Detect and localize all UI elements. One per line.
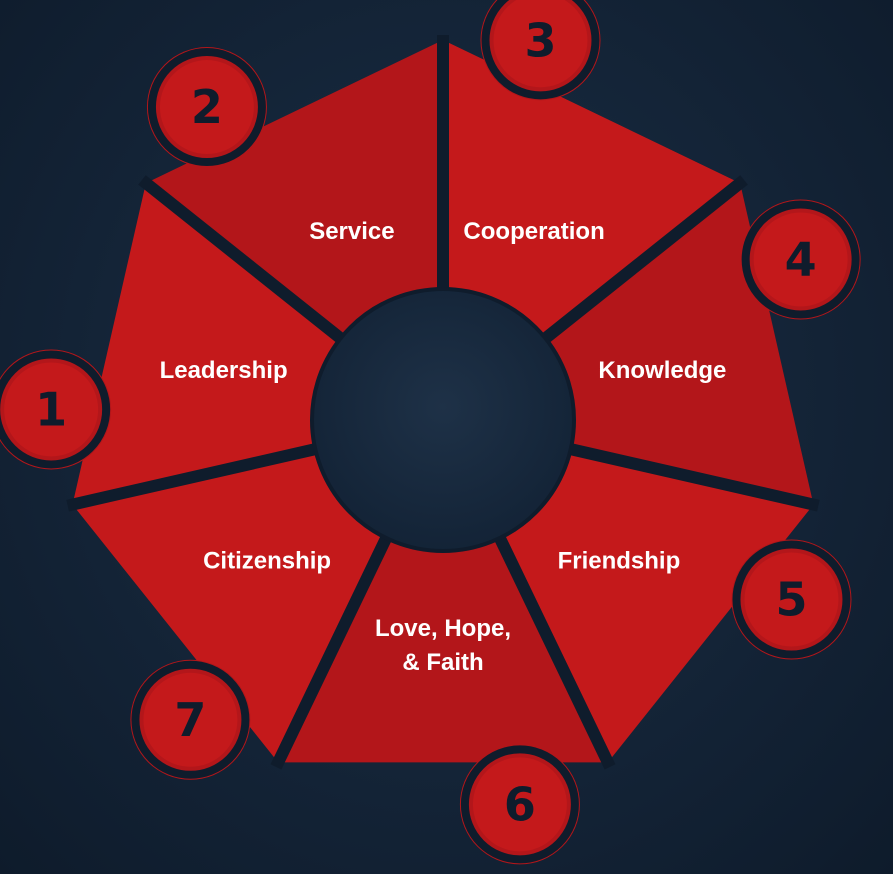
number-badge-4: 4 [740, 199, 861, 320]
wheel-segment-2 [145, 40, 443, 358]
center-hub [310, 287, 576, 553]
badge-number-4: 4 [785, 233, 817, 287]
wheel-dividers [66, 35, 820, 770]
segment-divider [517, 175, 748, 363]
segment-label-line: Service [309, 218, 394, 245]
wheel-segment-6 [278, 510, 608, 763]
badge-dark-ring [481, 0, 600, 100]
segment-label-6: Love, Hope, & Faith [375, 615, 511, 676]
segment-label-4: Knowledge [598, 357, 726, 384]
wheel-segment-1 [72, 183, 365, 505]
badge-inner-disc [472, 757, 567, 852]
badge-inner-disc [753, 212, 848, 307]
segment-label-line: Knowledge [598, 357, 726, 384]
wheel-segment-4 [521, 183, 814, 505]
number-badges: 1 2 3 4 5 6 7 [0, 0, 861, 865]
segment-label-line: Cooperation [463, 218, 604, 245]
segment-label-line: Leadership [160, 357, 288, 384]
badge-inner-disc [159, 60, 254, 155]
segment-divider [270, 507, 406, 770]
segment-divider [480, 507, 616, 770]
badge-number-7: 7 [174, 693, 206, 747]
number-badge-5: 5 [731, 539, 852, 660]
number-badge-7: 7 [130, 659, 251, 780]
badge-inner-disc [143, 672, 238, 767]
segment-divider [539, 436, 820, 512]
badge-dark-ring [147, 48, 266, 167]
segment-divider [66, 436, 347, 512]
wheel-segment-3 [443, 40, 741, 358]
segment-label-line: Citizenship [203, 547, 331, 574]
badge-dark-ring [741, 200, 860, 319]
badge-number-1: 1 [35, 382, 67, 436]
segment-label-line: Friendship [558, 547, 681, 574]
badge-dark-ring [0, 350, 111, 469]
number-badge-1: 1 [0, 349, 112, 470]
badge-inner-disc [744, 552, 839, 647]
segment-divider [138, 175, 369, 363]
number-badge-6: 6 [459, 744, 580, 865]
badge-dark-ring [131, 660, 250, 779]
badge-number-6: 6 [504, 777, 536, 831]
number-badge-2: 2 [146, 47, 267, 168]
segment-labels: Leadership Service CooperationKnowledgeFri… [160, 218, 727, 676]
number-badge-3: 3 [480, 0, 601, 101]
segment-label-line: & Faith [402, 649, 483, 676]
segment-label-7: Citizenship [203, 547, 331, 574]
badge-inner-disc [493, 0, 588, 88]
badge-dark-ring [732, 540, 851, 659]
badge-dark-ring [460, 745, 579, 864]
badge-inner-disc [4, 362, 99, 457]
wheel-segment-7 [72, 442, 400, 763]
segment-label-3: Cooperation [463, 218, 604, 245]
segment-label-2: Service [309, 218, 394, 245]
segment-label-5: Friendship [558, 547, 681, 574]
badge-number-3: 3 [524, 13, 556, 67]
wheel-segment-5 [486, 442, 814, 763]
badge-number-2: 2 [191, 80, 223, 134]
segment-label-1: Leadership [160, 357, 288, 384]
badge-number-5: 5 [775, 573, 807, 627]
segment-label-line: Love, Hope, [375, 615, 511, 642]
wheel-segments [72, 40, 814, 763]
